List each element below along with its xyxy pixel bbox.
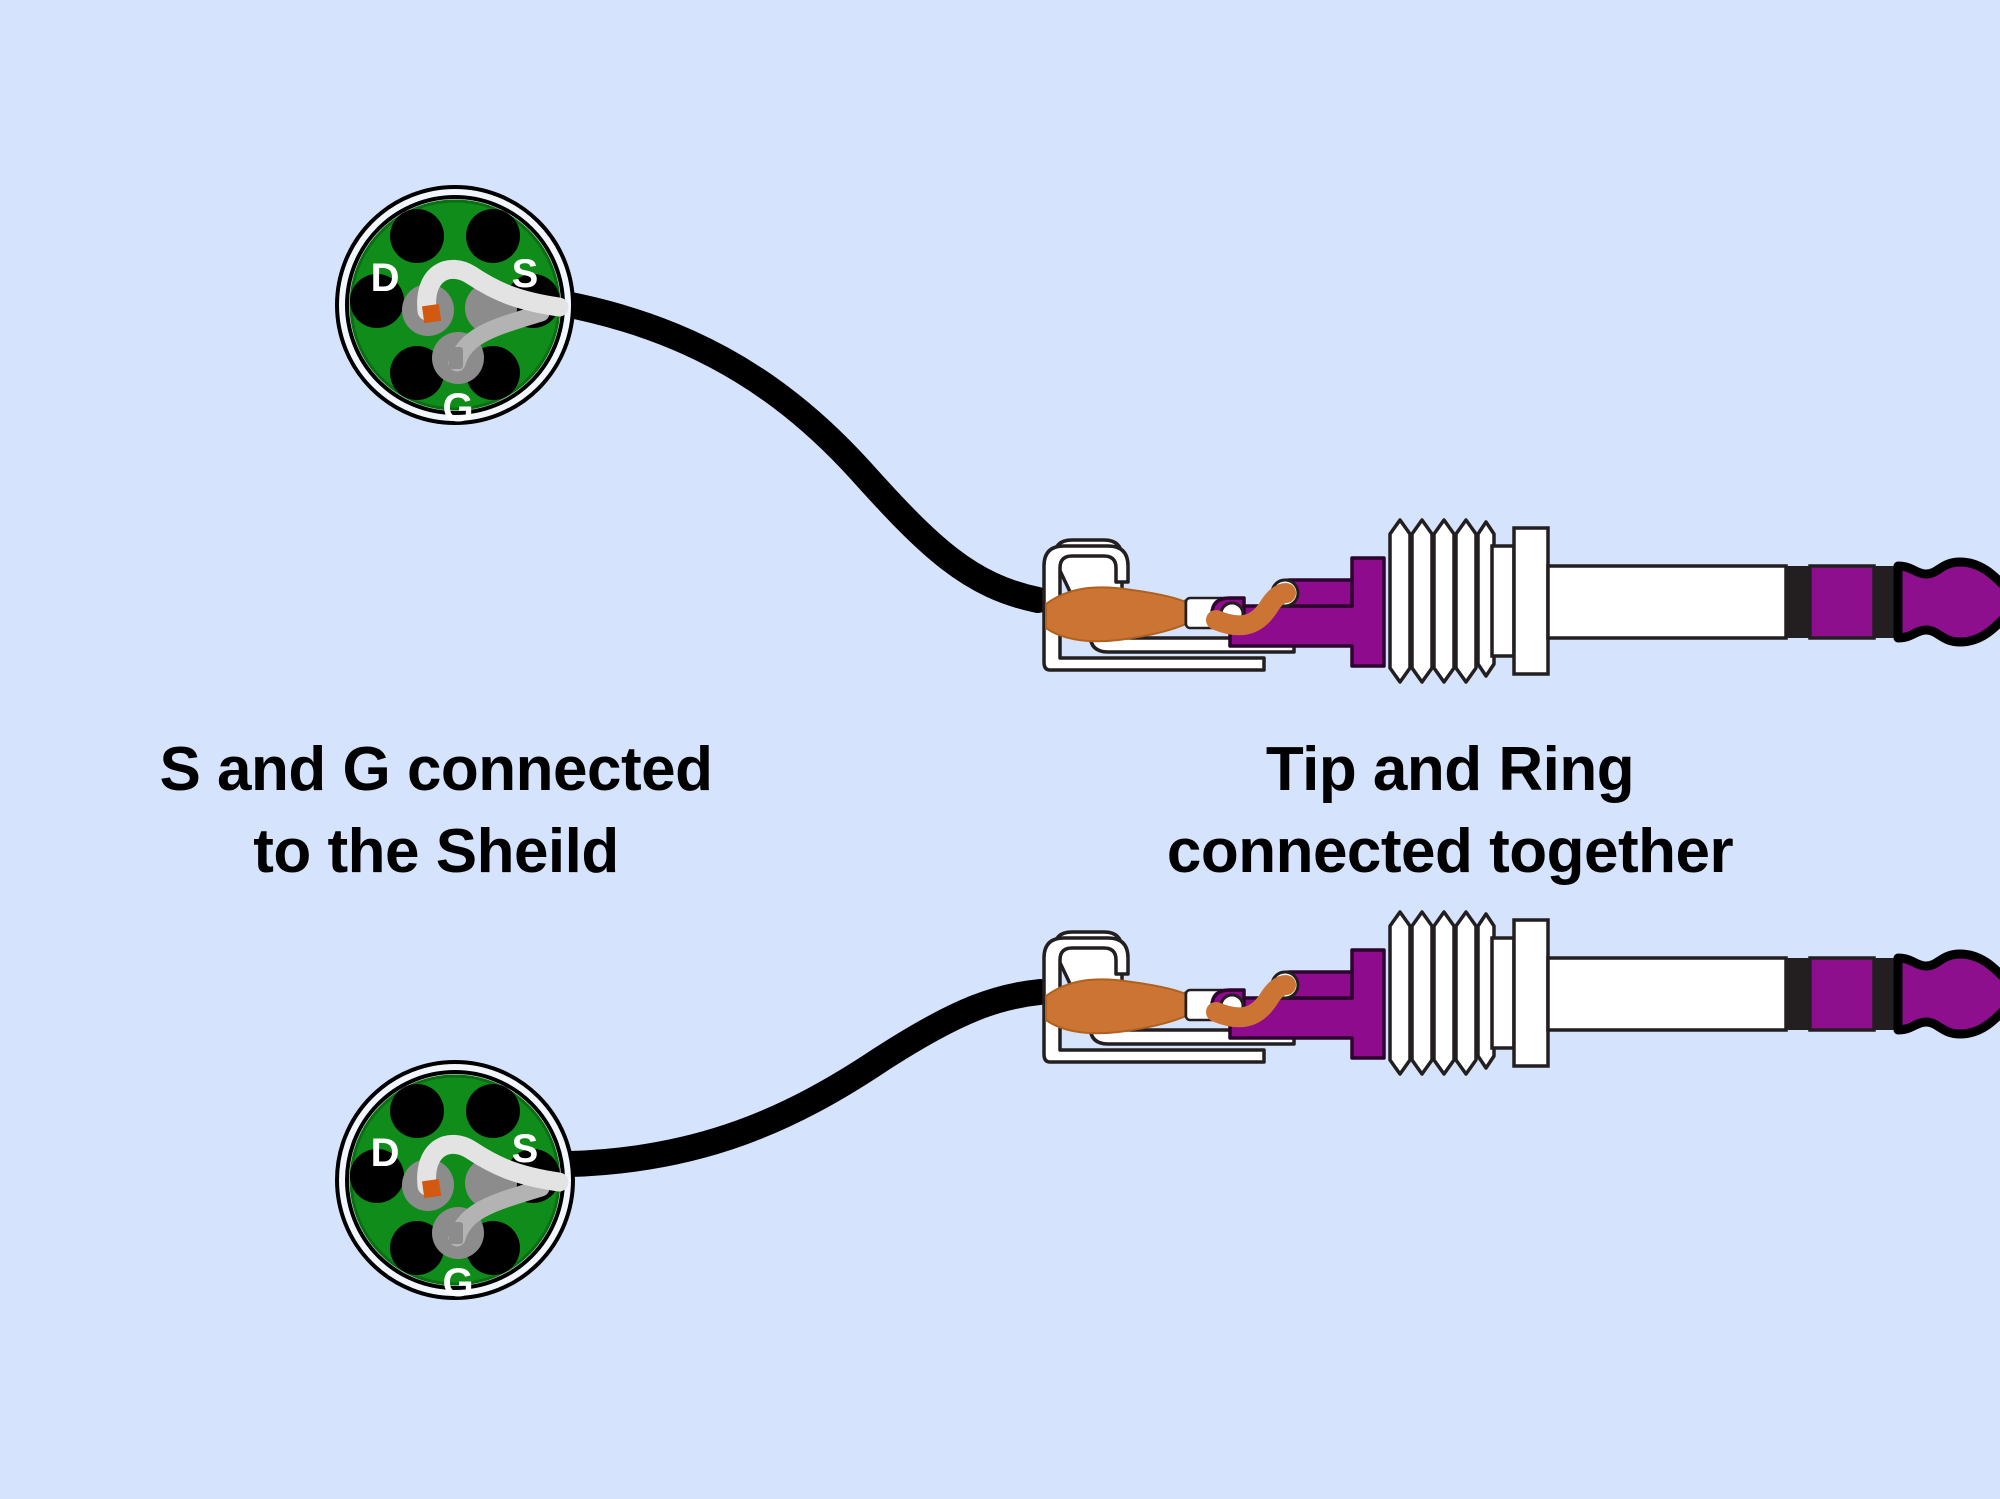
- caption-right-line1: Tip and Ring: [1266, 735, 1634, 804]
- assembly-top: [337, 187, 2000, 682]
- cable-top: [435, 277, 1051, 613]
- caption-right: Tip and Ring connected together: [1167, 735, 1734, 886]
- cable-bottom: [557, 979, 1053, 1177]
- caption-left: S and G connected to the Sheild: [159, 735, 713, 886]
- caption-left-line2: to the Sheild: [253, 817, 619, 886]
- assembly-bottom: [337, 912, 2000, 1305]
- caption-left-line1: S and G connected: [159, 735, 712, 804]
- caption-right-line2: connected together: [1167, 817, 1734, 886]
